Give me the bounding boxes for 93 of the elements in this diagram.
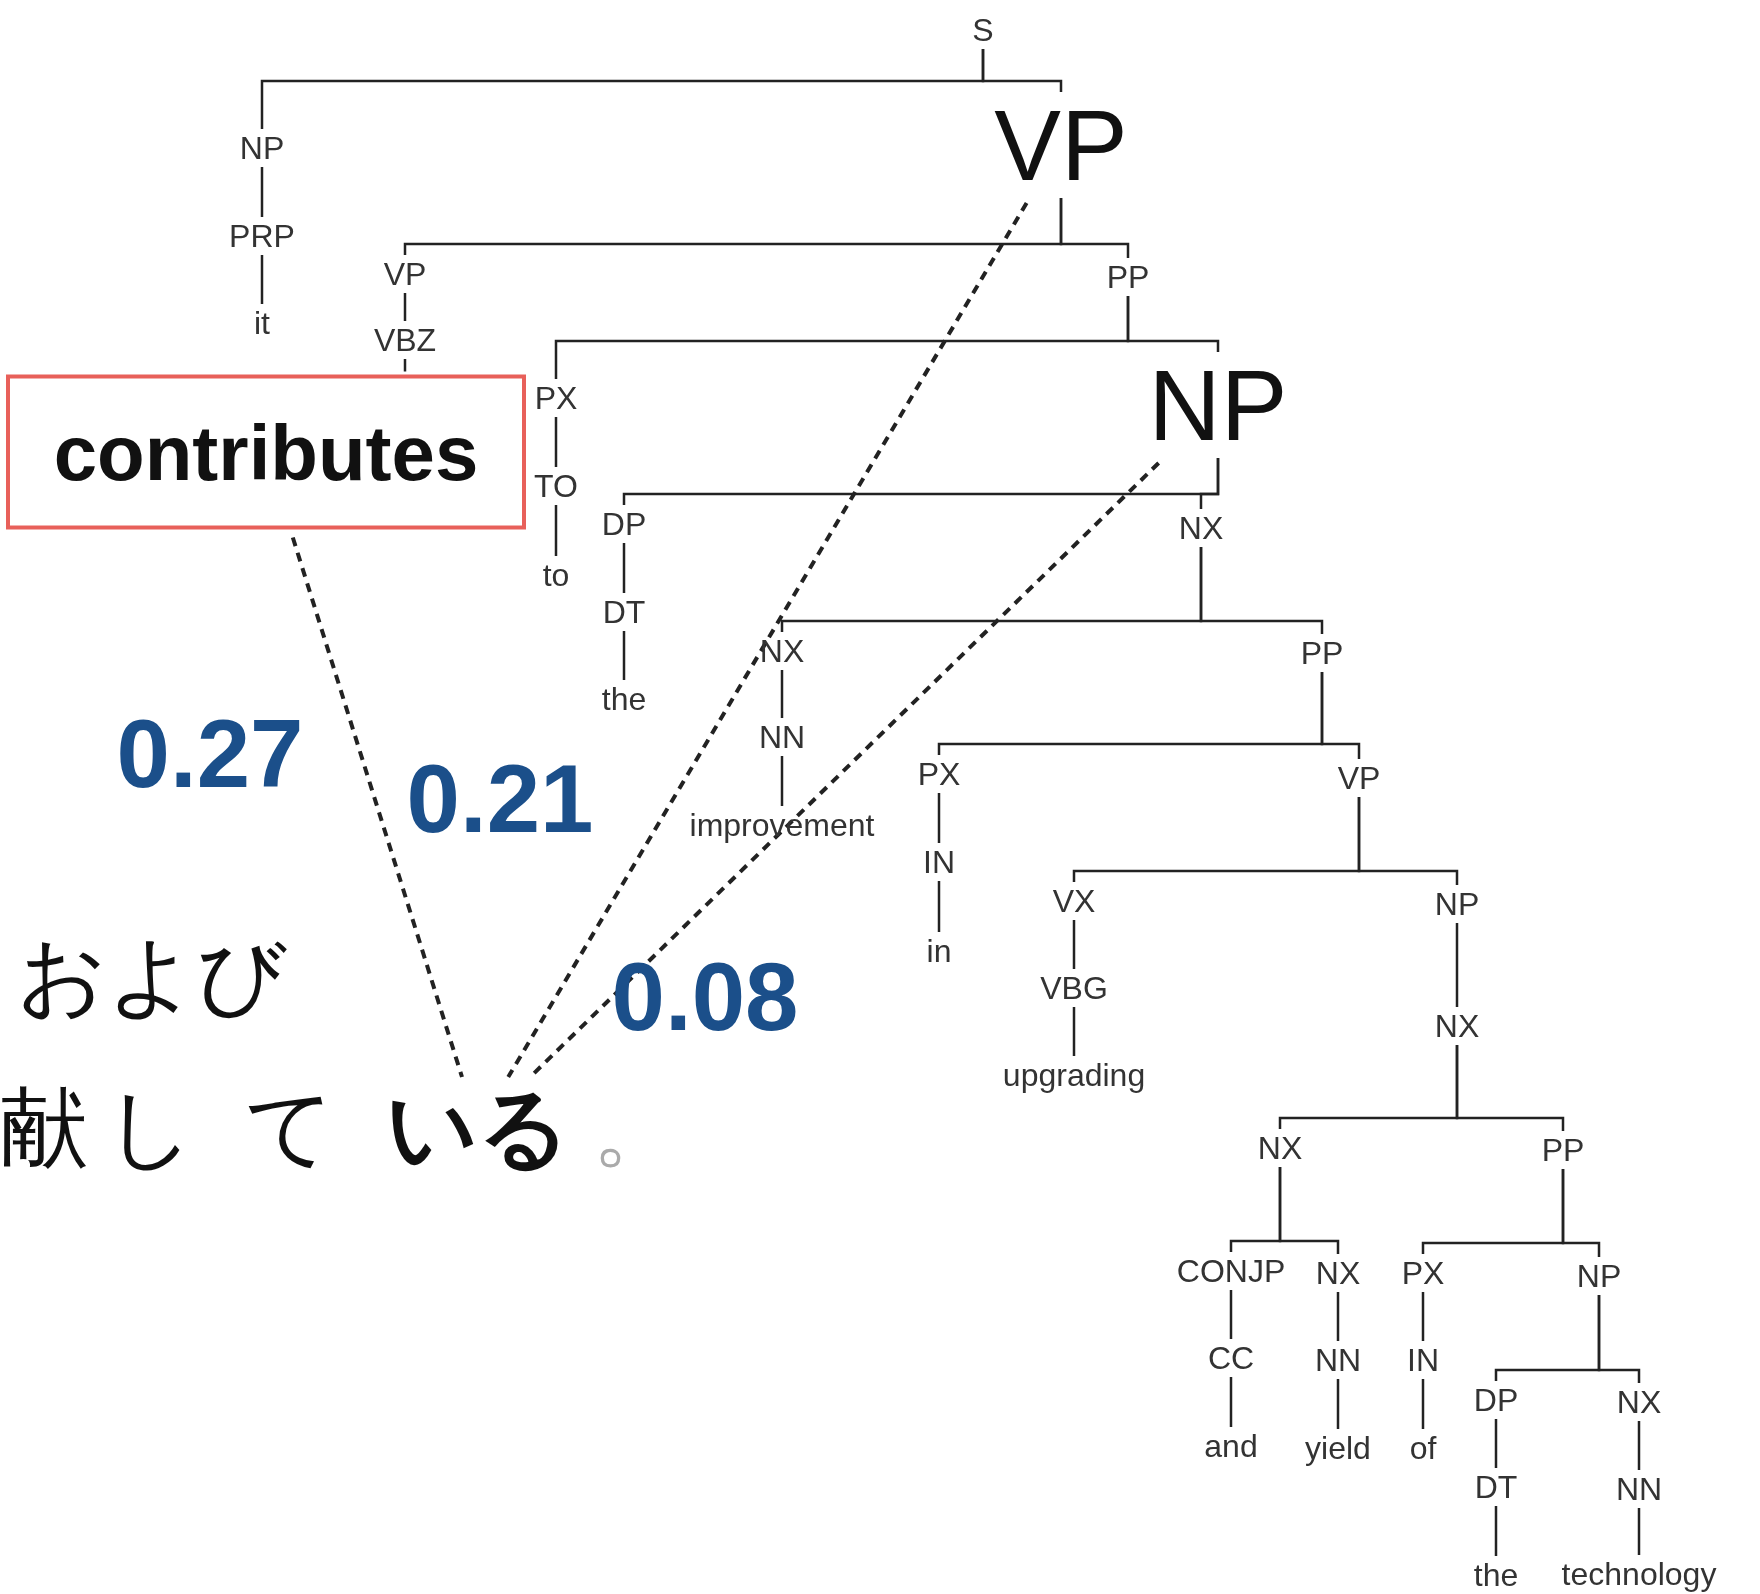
tree-branch — [1561, 1169, 1601, 1257]
category-label: NP — [1434, 888, 1480, 920]
category-label: IN — [1407, 1344, 1439, 1376]
category-label: NX — [1434, 1010, 1480, 1042]
word-label: upgrading — [1002, 1059, 1146, 1091]
word-label: S — [972, 14, 994, 46]
word-label: improvement — [689, 809, 875, 841]
highlighted-word: contributes — [6, 374, 526, 530]
tree-branch — [403, 293, 407, 321]
category-label: DT — [602, 596, 646, 628]
tree-branch — [554, 505, 558, 556]
tree-branch — [1421, 1379, 1425, 1429]
japanese-text: 献 — [0, 1084, 88, 1172]
tree-branch — [1072, 1007, 1076, 1056]
tree-branch — [1320, 672, 1361, 759]
category-label: CONJP — [1176, 1255, 1286, 1287]
category-label: VP — [383, 258, 427, 290]
word-label: of — [1409, 1432, 1437, 1464]
tree-branch — [1455, 1045, 1565, 1131]
tree-branch — [622, 543, 626, 593]
category-label: TO — [534, 470, 578, 502]
word-label: technology — [1561, 1558, 1717, 1590]
category-label: PP — [1541, 1134, 1585, 1166]
tree-branch — [937, 881, 941, 932]
japanese-text: および — [17, 932, 287, 1020]
tree-branch — [260, 167, 264, 217]
tree-branch — [1229, 1290, 1233, 1339]
category-label: DP — [1473, 1384, 1519, 1416]
category-label: DP — [601, 508, 647, 540]
word-label: the — [1473, 1559, 1519, 1591]
category-label: NN — [1615, 1473, 1663, 1505]
category-label: NP — [1576, 1260, 1622, 1292]
tree-branch — [1336, 1292, 1340, 1341]
word-label: and — [1204, 1430, 1258, 1462]
tree-branch — [780, 756, 784, 806]
word-label: to — [542, 559, 570, 591]
tree-branch — [1597, 1295, 1641, 1383]
tree-branch — [1059, 198, 1130, 258]
category-label: PX — [917, 758, 961, 790]
category-label: VP — [1337, 762, 1381, 794]
tree-branch — [1357, 797, 1459, 885]
category-label: PRP — [229, 220, 295, 252]
word-label: the — [601, 683, 647, 715]
category-label: VX — [1052, 885, 1096, 917]
tree-branch — [1126, 296, 1220, 352]
category-label: NX — [1257, 1132, 1303, 1164]
category-label: NN — [758, 721, 806, 753]
japanese-word: いる — [386, 1083, 570, 1173]
tree-branch — [981, 49, 1063, 92]
japanese-text: て — [245, 1084, 335, 1172]
category-label: NX — [1178, 512, 1224, 544]
japanese-text: し — [105, 1084, 195, 1172]
word-label: NP — [239, 132, 285, 164]
tree-branch — [780, 670, 784, 718]
category-label: NX — [759, 635, 805, 667]
word-label: yield — [1305, 1432, 1371, 1464]
category-label: NX — [1616, 1386, 1662, 1418]
category-label: PP — [1106, 261, 1150, 293]
tree-branch — [1278, 1167, 1340, 1254]
alignment-line — [506, 201, 1029, 1078]
tree-branch — [1637, 1421, 1641, 1470]
tree-branch — [1229, 1377, 1233, 1427]
category-label: DT — [1474, 1471, 1518, 1503]
category-label: PP — [1300, 637, 1344, 669]
score-label: 0.08 — [611, 949, 799, 1045]
category-label: IN — [923, 846, 955, 878]
score-label: 0.21 — [406, 751, 594, 847]
category-label: VBG — [1040, 972, 1108, 1004]
tree-branch — [1494, 1419, 1498, 1468]
word-label: in — [926, 935, 952, 967]
score-label: 0.27 — [116, 706, 304, 802]
alignment-line — [290, 536, 464, 1078]
tree-branch — [260, 255, 264, 304]
category-label: NX — [1315, 1257, 1361, 1289]
tree-branch — [1336, 1379, 1340, 1429]
tree-branch — [1494, 1506, 1498, 1556]
tree-branch — [622, 631, 626, 680]
category-label: PX — [534, 382, 578, 414]
tree-branch — [937, 793, 941, 843]
tree-branch — [1421, 1292, 1425, 1341]
category-label: NN — [1314, 1344, 1362, 1376]
tree-branch — [554, 417, 558, 467]
category-label: VBZ — [373, 324, 437, 356]
tree-branch — [1199, 458, 1220, 509]
tree-branch — [1072, 920, 1076, 969]
tree-branch — [1455, 923, 1459, 1007]
tree-branch — [403, 359, 407, 372]
tree-branch — [1199, 547, 1324, 634]
category-label: CC — [1207, 1342, 1255, 1374]
word-label: it — [254, 307, 270, 339]
tree-branch — [1637, 1508, 1641, 1555]
category-label: PX — [1401, 1257, 1445, 1289]
punctuation-mark: 。 — [592, 1084, 680, 1172]
